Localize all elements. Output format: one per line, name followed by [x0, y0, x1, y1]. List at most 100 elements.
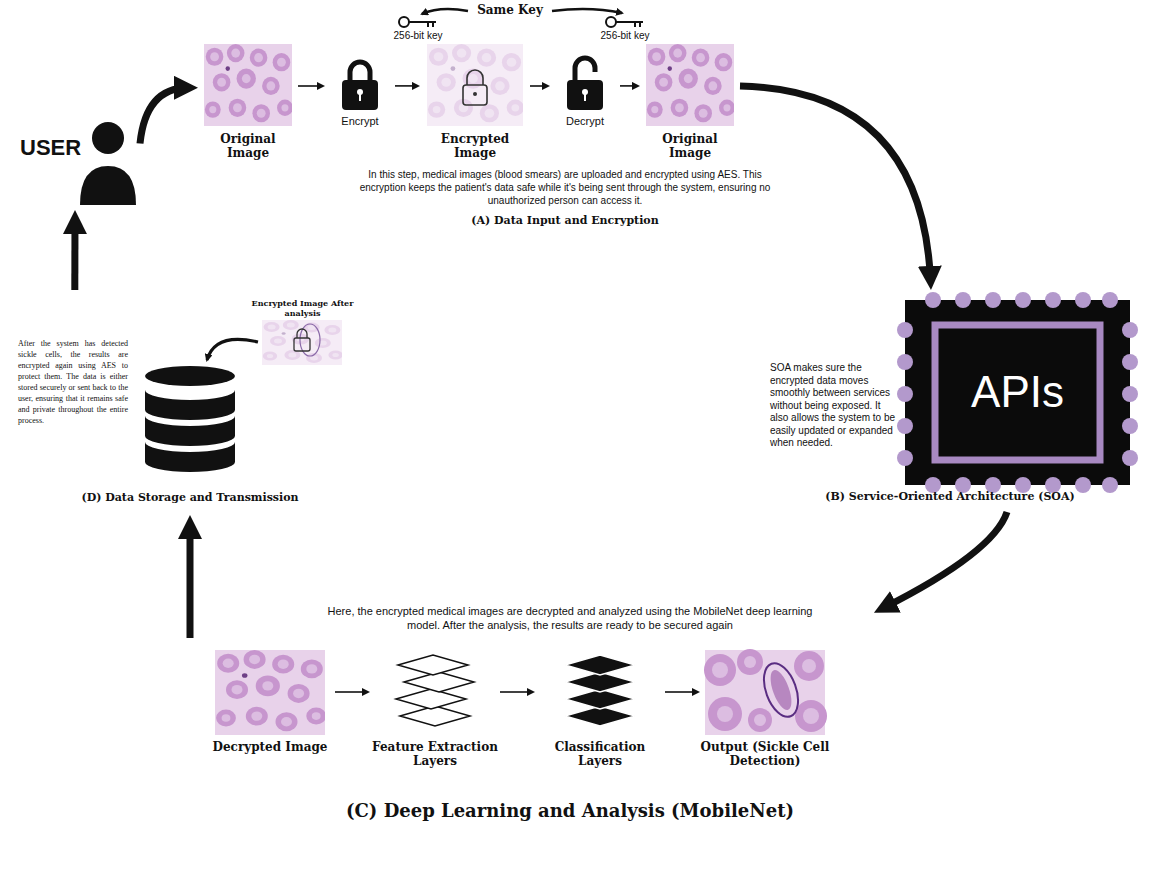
key-icon	[606, 17, 643, 27]
drawing-circle-part	[897, 386, 913, 402]
drawing-path-part	[409, 22, 436, 27]
drawing-circle-part	[925, 477, 941, 493]
drawing-rect-part	[427, 44, 523, 126]
drawing-circle-part	[897, 354, 913, 370]
drawing-polygon-part	[396, 689, 466, 709]
node-text: Classification Layers	[535, 740, 665, 768]
drawing-polygon-part	[398, 655, 468, 675]
step-arrow	[500, 691, 532, 693]
node-text: Feature Extraction Layers	[370, 740, 500, 768]
drawing-circle-part	[712, 662, 728, 678]
drawing-path-part	[616, 22, 643, 27]
key-note: Same Key	[470, 3, 550, 18]
drawing-circle-part	[1122, 322, 1138, 338]
lock-closed-icon	[342, 62, 378, 110]
drawing-circle-part	[802, 659, 816, 673]
drawing-circle-part	[744, 656, 756, 668]
node-heading-slot: (B) Service-Oriented Architecture (SOA)	[760, 490, 1140, 504]
encrypted-result-image	[262, 320, 343, 365]
drawing-use-part	[204, 44, 293, 126]
drawing-path-part	[145, 442, 235, 472]
drawing-path-part	[145, 416, 235, 446]
node-text: Encrypted Image	[430, 132, 520, 160]
ellipse-shape	[97, 579, 1043, 877]
encrypted-smear-image	[427, 44, 524, 126]
drawing-circle-part	[1102, 477, 1118, 493]
drawing-circle-part	[1122, 418, 1138, 434]
node-text-slot: Encrypted Image	[430, 132, 520, 160]
store-arrow	[207, 339, 258, 360]
flow-arrow	[71, 220, 78, 290]
drawing-rect-part	[342, 80, 378, 110]
node-text-slot: Encrypted Image After analysis	[240, 298, 365, 318]
node-text-slot: Encrypt	[325, 114, 395, 128]
drawing-rect-part	[463, 85, 487, 105]
flow-arrow	[140, 88, 188, 144]
drawing-circle-part	[1075, 292, 1091, 308]
node-heading-slot: (D) Data Storage and Transmission	[10, 491, 370, 505]
drawing-ellipse-part	[766, 668, 795, 713]
step-arrow	[395, 85, 417, 87]
node-text: Encrypted Image After analysis	[240, 298, 365, 318]
drawing-circle-part	[897, 418, 913, 434]
database-icon	[145, 366, 235, 472]
drawing-rect-part	[584, 93, 586, 101]
feature-layers-icon	[396, 655, 474, 726]
drawing-use-part	[427, 44, 524, 126]
node-text-slot: USER	[20, 135, 86, 161]
node-heading: (D) Data Storage and Transmission	[10, 491, 370, 505]
key-label-slot: 256-bit key	[383, 30, 453, 41]
key-label: 256-bit key	[590, 30, 660, 41]
node-text-slot: Output (Sickle Cell Detection)	[700, 740, 830, 768]
node-text: Encrypt	[325, 114, 395, 128]
drawing-ellipse-part	[145, 366, 235, 386]
drawing-circle-part	[1122, 354, 1138, 370]
drawing-circle-part	[473, 92, 477, 96]
node-text-slot: Feature Extraction Layers	[370, 740, 500, 768]
drawing-g-part	[704, 649, 827, 732]
drawing-circle-part	[717, 706, 733, 722]
node-text-slot: APIs	[905, 366, 1130, 418]
analysis-ellipse: Here, the encrypted medical images are d…	[95, 578, 1045, 878]
drawing-path-part	[145, 390, 235, 420]
node-text: Original Image	[213, 132, 283, 160]
drawing-circle-part	[1045, 292, 1061, 308]
drawing-circle-part	[925, 292, 941, 308]
step-description-slot: In this step, medical images (blood smea…	[345, 168, 785, 207]
output-image	[704, 649, 827, 735]
smear-image	[215, 650, 326, 735]
drawing-circle-part	[897, 322, 913, 338]
step-arrow	[665, 691, 697, 693]
node-text: Here, the encrypted medical images are d…	[320, 605, 820, 632]
key-note-slot: Same Key	[470, 3, 550, 18]
chip-frame	[935, 325, 1100, 460]
drawing-circle-part	[606, 17, 616, 27]
drawing-circle-part	[92, 122, 124, 154]
node-heading: (C) Deep Learning and Analysis (MobileNe…	[95, 800, 1045, 822]
node-text: Original Image	[655, 132, 725, 160]
drawing-circle-part	[955, 292, 971, 308]
step-arrow	[298, 85, 322, 87]
node-text: APIs	[905, 366, 1130, 418]
smear-image	[204, 44, 293, 126]
node-text-slot: Original Image	[213, 132, 283, 160]
step-title-slot: (A) Data Input and Encryption	[345, 214, 785, 228]
node-text: Decrypted Image	[205, 740, 335, 754]
drawing-circle-part	[737, 649, 763, 675]
node-text-slot: Original Image	[655, 132, 725, 160]
drawing-circle-part	[1075, 477, 1091, 493]
key-label: 256-bit key	[383, 30, 453, 41]
flow-arrow	[883, 512, 1007, 608]
lock-node: Encrypt	[325, 60, 395, 132]
drawing-rect-part	[262, 320, 342, 365]
node-text-slot: Classification Layers	[535, 740, 665, 768]
smear-image	[646, 44, 735, 126]
drawing-rect-part	[567, 80, 603, 110]
drawing-use-part	[262, 320, 343, 365]
drawing-path-part	[467, 70, 483, 85]
soa-panel: SOA makes sure the encrypted data moves …	[760, 290, 1140, 512]
drawing-polygon-part	[400, 706, 470, 726]
node-text-slot: After the system has detected sickle cel…	[18, 338, 128, 426]
drawing-circle-part	[754, 714, 766, 726]
node-text-slot: Decrypt	[550, 114, 620, 128]
